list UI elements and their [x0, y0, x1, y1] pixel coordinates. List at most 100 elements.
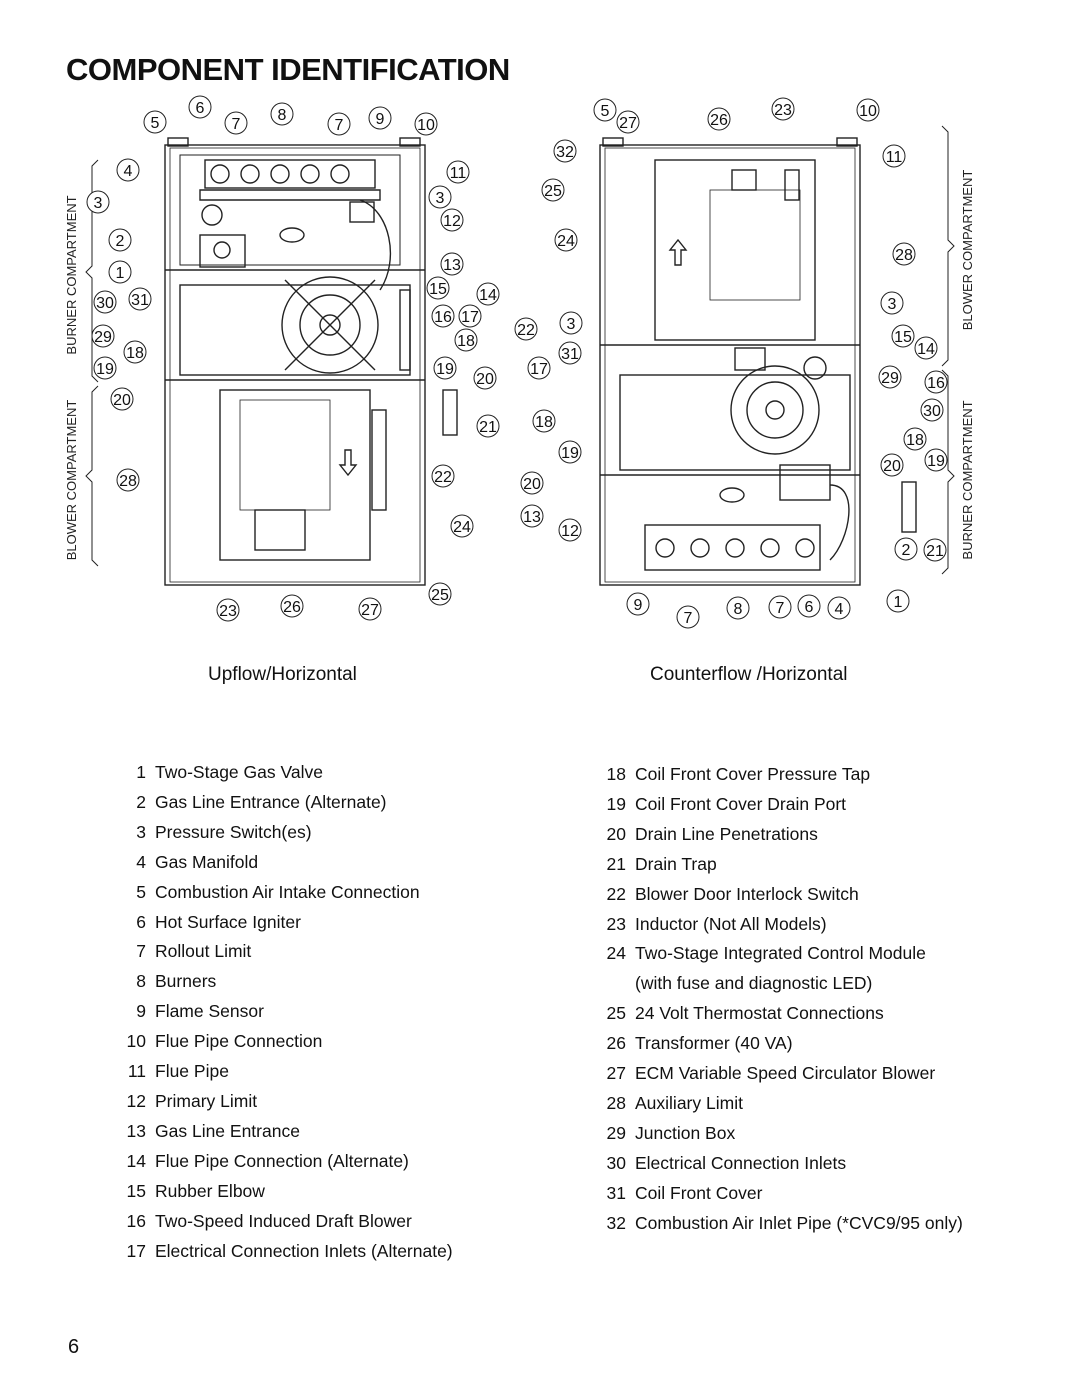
- callout-number: 7: [684, 610, 693, 627]
- callout-circle: [520, 504, 544, 528]
- callout-circle: [532, 409, 556, 433]
- callout-number: 22: [434, 469, 452, 486]
- legend-label: Auxiliary Limit: [635, 1092, 743, 1113]
- callout-circle: [878, 365, 902, 389]
- callout-circle: [880, 453, 904, 477]
- callout-number: 26: [283, 599, 301, 616]
- callout-circle: [110, 387, 134, 411]
- legend-text: Electrical Connection Inlets: [635, 1149, 1012, 1179]
- callout-circle: [224, 111, 248, 135]
- legend-label: Transformer (40 VA): [635, 1033, 793, 1054]
- legend-number: 17: [126, 1240, 146, 1261]
- legend-label: Electrical Connection Inlets (Alternate): [155, 1240, 453, 1261]
- callout-circle: [473, 366, 497, 390]
- callout-circle: [128, 287, 152, 311]
- legend-text: Flue Pipe Connection: [155, 1027, 512, 1057]
- callout-number: 14: [917, 341, 935, 358]
- callout-number: 18: [457, 333, 475, 350]
- legend-text: Gas Manifold: [155, 848, 512, 878]
- callout-circle: [216, 598, 240, 622]
- callout-circle: [924, 370, 948, 394]
- legend-text: Flue Pipe: [155, 1057, 512, 1087]
- legend-number: 5: [136, 881, 146, 902]
- callout-circle: [886, 589, 910, 613]
- side-label-burner-left: BURNER COMPARTMENT: [64, 195, 79, 354]
- callout-number: 31: [131, 292, 149, 309]
- legend-label: Gas Line Entrance: [155, 1120, 300, 1141]
- legend-text: Two-Stage Gas Valve: [155, 758, 512, 788]
- callout-number: 10: [859, 103, 877, 120]
- callout-circle: [541, 178, 565, 202]
- callout-number: 3: [567, 316, 576, 333]
- callout-circle: [676, 605, 700, 629]
- callout-circle: [450, 514, 474, 538]
- legend-label: Hot Surface Igniter: [155, 911, 301, 932]
- legend-label: Coil Front Cover Drain Port: [635, 793, 847, 814]
- legend-label: Two-Stage Integrated Control Module: [635, 943, 926, 964]
- callout-circle: [771, 97, 795, 121]
- callout-number: 18: [906, 432, 924, 449]
- callout-number: 13: [443, 257, 461, 274]
- callout-circle: [924, 448, 948, 472]
- callout-circle: [558, 440, 582, 464]
- callout-number: 20: [476, 371, 494, 388]
- legend-label: Primary Limit: [155, 1090, 258, 1111]
- legend-number: 3: [136, 821, 146, 842]
- callout-number: 3: [888, 296, 897, 313]
- upflow-furnace-drawing: [164, 137, 458, 586]
- callout-circle: [428, 185, 452, 209]
- legend-number: 23: [606, 913, 626, 934]
- legend-number: 15: [126, 1180, 146, 1201]
- legend-text: Junction Box: [635, 1119, 1012, 1149]
- legend-text: Blower Door Interlock Switch: [635, 880, 1012, 910]
- callout-number: 1: [894, 594, 903, 611]
- callout-number: 12: [443, 213, 461, 230]
- callout-circle: [93, 356, 117, 380]
- legend-number: 28: [606, 1092, 626, 1113]
- legend-text: Combustion Air Inlet Pipe (*CVC9/95 only…: [635, 1209, 1012, 1239]
- legend-label: Combustion Air Inlet Pipe (*CVC9/95 only…: [635, 1212, 963, 1233]
- legend-text: Inductor (Not All Models): [635, 910, 1012, 940]
- legend-text: Coil Front Cover Drain Port: [635, 790, 1012, 820]
- legend-number: 9: [136, 1001, 146, 1022]
- callout-circle: [93, 290, 117, 314]
- callout-circle: [593, 98, 617, 122]
- callout-circle: [856, 98, 880, 122]
- legend-item: 17 Electrical Connection Inlets (Alternat…: [112, 1237, 512, 1267]
- callout-circle: [426, 276, 450, 300]
- callout-circle: [431, 464, 455, 488]
- callout-number: 1: [116, 265, 125, 282]
- callout-number: 29: [881, 370, 899, 387]
- callout-number: 23: [774, 102, 792, 119]
- callout-circle: [797, 594, 821, 618]
- callout-circle: [616, 110, 640, 134]
- legend-text: Hot Surface Igniter: [155, 908, 512, 938]
- callout-number: 11: [886, 149, 903, 166]
- callout-number: 4: [124, 163, 133, 180]
- callout-number: 7: [232, 116, 241, 133]
- callout-circle: [726, 596, 750, 620]
- caption-upflow: Upflow/Horizontal: [208, 664, 357, 685]
- callout-number: 19: [561, 445, 579, 462]
- legend-text: Transformer (40 VA): [635, 1029, 1012, 1059]
- legend-label: Two-Speed Induced Draft Blower: [155, 1210, 412, 1231]
- callout-number: 29: [94, 329, 112, 346]
- callout-number: 11: [450, 165, 467, 182]
- page-number: 6: [68, 1336, 80, 1358]
- legend-label: 24 Volt Thermostat Connections: [635, 1003, 884, 1024]
- callout-number: 21: [479, 419, 497, 436]
- callout-number: 3: [436, 190, 445, 207]
- legend-text: Two-Speed Induced Draft Blower: [155, 1207, 512, 1237]
- legend-number: 32: [606, 1212, 626, 1233]
- callout-circle: [514, 317, 538, 341]
- callout-number: 27: [361, 602, 379, 619]
